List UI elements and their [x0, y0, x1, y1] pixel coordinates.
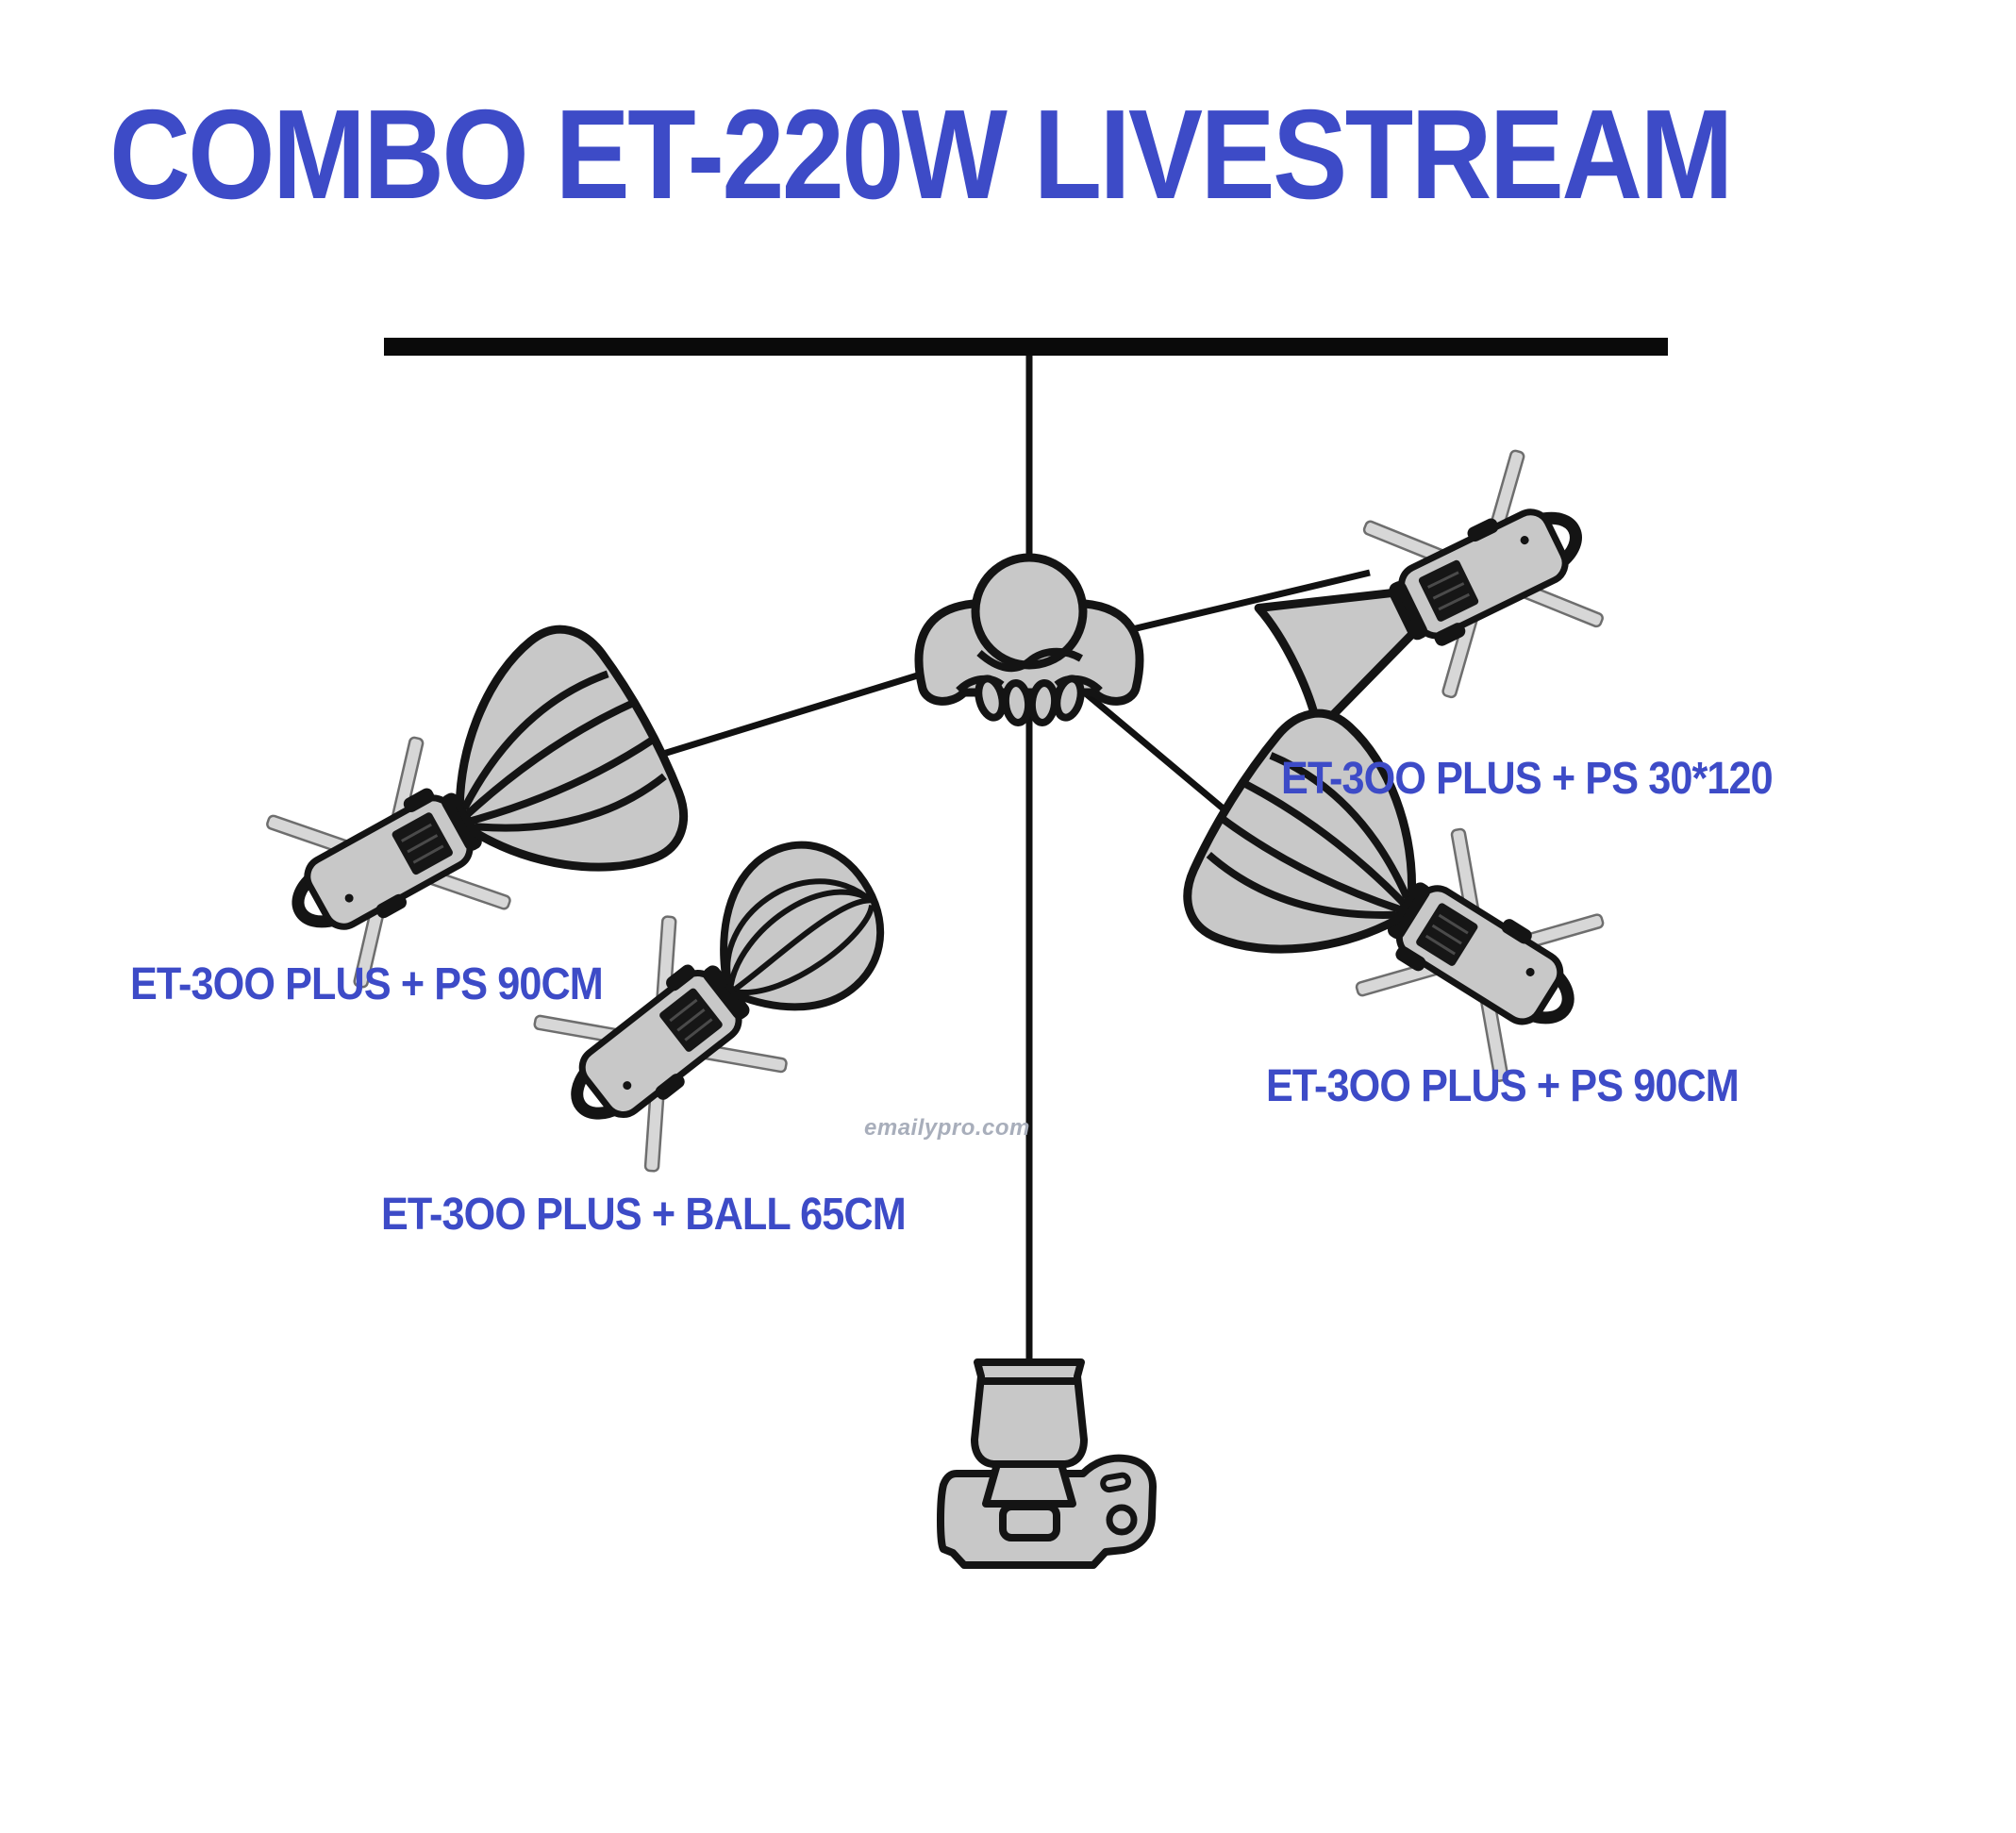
camera-shutter-button — [1100, 1472, 1131, 1493]
person-hand — [1027, 679, 1059, 726]
light-strip — [1245, 441, 1618, 758]
label-light-strip: ET-3OO PLUS + PS 30*120 — [1281, 754, 1774, 804]
camera-icon — [937, 1358, 1157, 1569]
label-light-right: ET-3OO PLUS + PS 90CM — [1266, 1061, 1740, 1111]
watermark: emailypro.com — [864, 1115, 1030, 1141]
light-head-icon — [1357, 441, 1617, 704]
subject-person-icon — [914, 553, 1144, 726]
label-light-ball: ET-3OO PLUS + BALL 65CM — [381, 1190, 907, 1240]
page-title: COMBO ET-220W LIVESTREAM — [109, 83, 1733, 225]
camera-hotshoe — [999, 1503, 1060, 1541]
person-hand — [975, 675, 1007, 722]
label-light-left: ET-3OO PLUS + PS 90CM — [130, 959, 604, 1009]
backdrop-bar — [384, 338, 1668, 356]
person-hair-line — [976, 647, 1084, 673]
camera-prism — [982, 1460, 1076, 1508]
camera-dial — [1106, 1504, 1138, 1536]
person-hand — [1001, 679, 1033, 726]
left-light-line — [609, 662, 950, 774]
person-hand — [1053, 675, 1085, 722]
